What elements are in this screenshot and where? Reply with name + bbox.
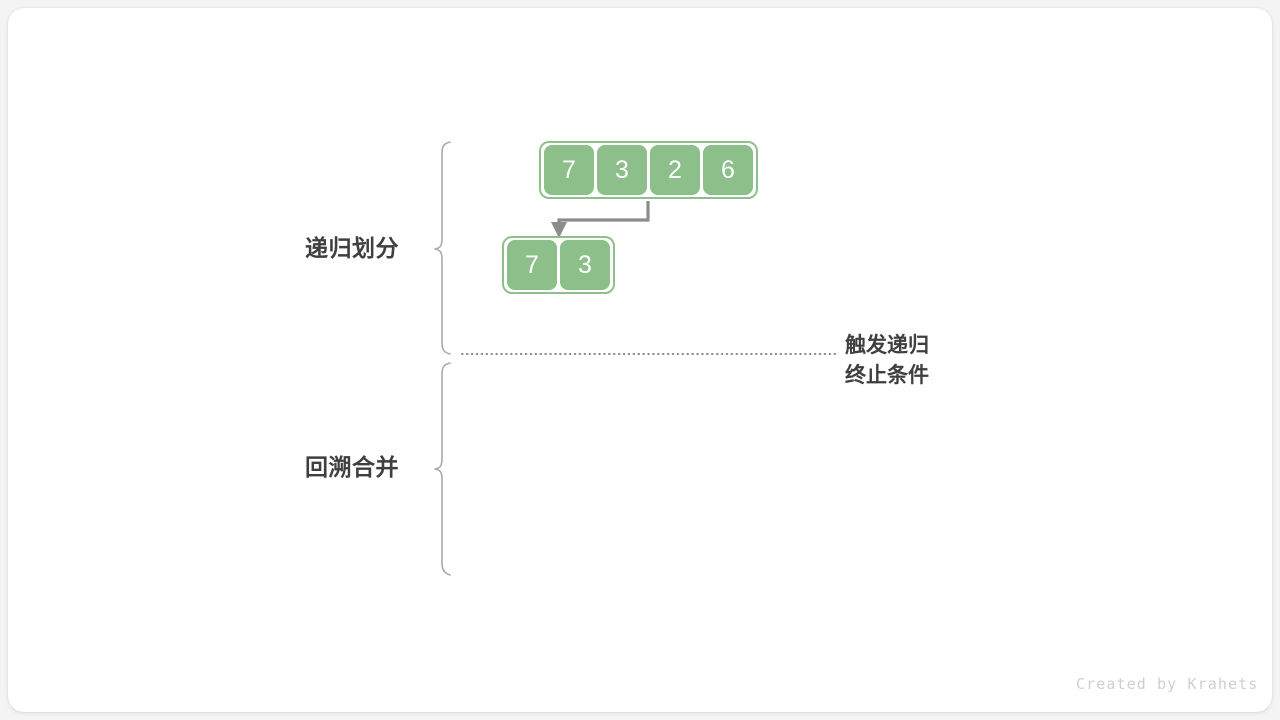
annotation-line-1: 触发递归 [845, 334, 929, 357]
array-original: 7 3 2 6 [539, 141, 758, 199]
section-label-backtrack-merge: 回溯合并 [305, 454, 399, 480]
array-cell: 3 [560, 240, 610, 290]
termination-annotation: 触发递归 终止条件 [845, 331, 929, 391]
slide-card [8, 8, 1272, 712]
annotation-line-2: 终止条件 [845, 364, 929, 387]
section-label-recursive-divide: 递归划分 [305, 235, 399, 261]
array-cell: 2 [650, 145, 700, 195]
array-cell: 6 [703, 145, 753, 195]
array-cell: 7 [507, 240, 557, 290]
array-left-half: 7 3 [502, 236, 615, 294]
array-cell: 7 [544, 145, 594, 195]
watermark-credit: Created by Krahets [1076, 675, 1259, 693]
array-cell: 3 [597, 145, 647, 195]
